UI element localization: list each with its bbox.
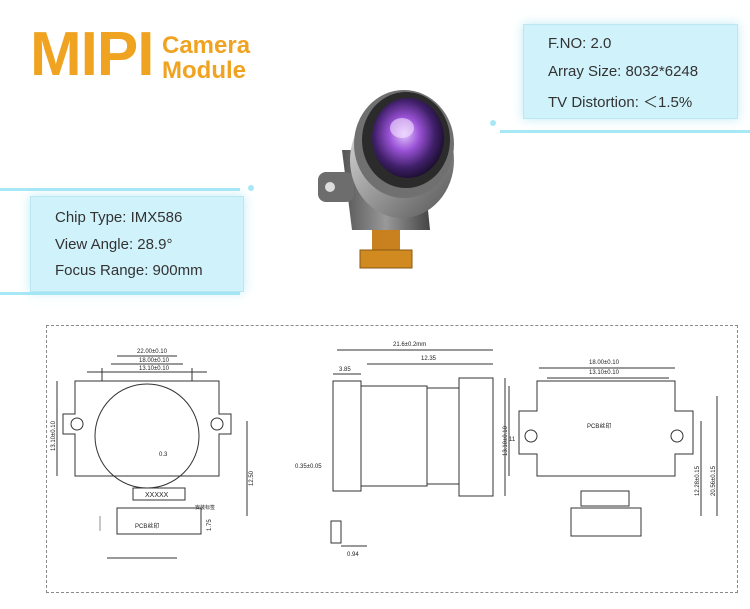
back-dim-2056: 20.56±0.15: [711, 465, 717, 496]
side-dim-094: 0.94: [347, 552, 359, 558]
front-dim-18: 18.00±0.10: [139, 358, 170, 364]
back-pcb-label: PCB丝印: [587, 422, 611, 430]
back-dim-13: 13.10±0.10: [589, 370, 620, 376]
front-dim-175: 1.75: [207, 519, 213, 531]
spec-panel-sensor: Chip Type: IMX586 View Angle: 28.9° Focu…: [30, 196, 244, 292]
camera-module-image: [318, 90, 454, 269]
glow-line: [0, 292, 240, 295]
spec-fno: F.NO: 2.0: [548, 35, 612, 52]
spec-chip-type: Chip Type: IMX586: [55, 209, 183, 226]
front-dim-03: 0.3: [159, 452, 168, 458]
glow-dot: [248, 185, 254, 191]
back-dim-13v: 13.10±0.10: [503, 425, 509, 456]
spec-tv-distortion: TV Distortion: ＜1.5%: [548, 94, 693, 111]
side-dim-1235: 12.35: [421, 356, 437, 362]
brand-subtitle: Camera Module: [162, 32, 251, 85]
brand-title: MIPI: [30, 20, 154, 89]
glow-dot: [490, 120, 496, 126]
back-dim-1228: 12.28±0.15: [695, 465, 701, 496]
spec-view-angle: View Angle: 28.9°: [55, 236, 173, 253]
side-dim-385: 3.85: [339, 367, 351, 373]
glow-line: [0, 188, 240, 191]
front-pcb-label: PCB丝印: [135, 522, 159, 530]
drawing-svg: 22.00±0.10 18.00±0.10 13.10±0.10 13.10±0…: [51, 342, 718, 559]
back-dim-18: 18.00±0.10: [589, 360, 620, 366]
spec-focus-range: Focus Range: 900mm: [55, 262, 203, 279]
front-mount-label: 安装标签: [195, 504, 215, 511]
front-dim-22: 22.00±0.10: [137, 349, 168, 355]
front-dim-1250: 12.50: [249, 470, 255, 486]
side-dim-11: 11: [509, 437, 516, 443]
subtitle-line-1: Camera: [162, 32, 251, 59]
front-code: XXXXX: [145, 492, 169, 499]
spec-panel-optics: F.NO: 2.0 Array Size: 8032*6248 TV Disto…: [523, 24, 738, 119]
subtitle-line-2: Module: [162, 57, 246, 85]
front-dim-13v: 13.10±0.10: [51, 420, 57, 451]
spec-array-size: Array Size: 8032*6248: [548, 63, 699, 80]
front-dim-13: 13.10±0.10: [139, 366, 170, 372]
side-dim-216: 21.6±0.2mm: [393, 342, 426, 348]
technical-drawing: 22.00±0.10 18.00±0.10 13.10±0.10 13.10±0…: [46, 325, 738, 593]
glow-line: [500, 130, 750, 133]
side-dim-035: 0.35±0.05: [295, 464, 322, 470]
